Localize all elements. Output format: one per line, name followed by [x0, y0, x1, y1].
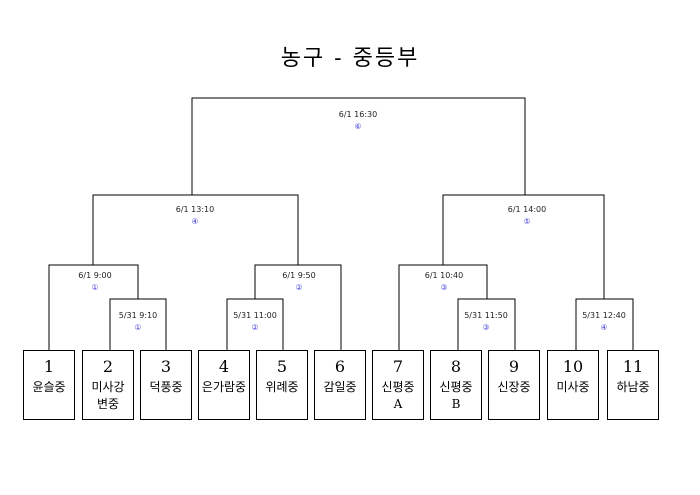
team-name: 신평중 A [381, 380, 415, 411]
team-box-9: 9 신장중 [488, 350, 540, 420]
match-label-r1-right-b: 5/31 12:40 ④ [564, 311, 644, 333]
team-name: 은가람중 [201, 380, 247, 394]
match-time: 5/31 12:40 [582, 311, 626, 320]
match-label-r2-2: 6/1 9:50 ② [259, 271, 339, 293]
match-number: ④ [600, 323, 608, 332]
match-label-r1-left-b: 5/31 11:00 ② [215, 311, 295, 333]
match-number: ⑤ [523, 217, 531, 226]
match-time: 5/31 11:00 [233, 311, 277, 320]
team-box-2: 2 미사강 변중 [82, 350, 134, 420]
match-time: 5/31 9:10 [118, 311, 158, 320]
match-time: 6/1 9:50 [282, 271, 316, 280]
team-box-6: 6 감일중 [314, 350, 366, 420]
team-number: 8 [450, 357, 462, 376]
match-label-semi-right: 6/1 14:00 ⑤ [487, 205, 567, 227]
team-number: 4 [218, 357, 230, 376]
bracket-line-semi-left [92, 194, 299, 265]
page-title: 농구 - 중등부 [280, 46, 420, 71]
team-number: 7 [392, 357, 404, 376]
team-name: 위례중 [265, 380, 299, 394]
team-number: 11 [622, 357, 644, 376]
match-time: 6/1 13:10 [175, 205, 215, 214]
team-name: 하남중 [616, 380, 650, 394]
team-number: 10 [562, 357, 584, 376]
match-label-r1-left-a: 5/31 9:10 ① [98, 311, 178, 333]
match-time: 5/31 11:50 [464, 311, 508, 320]
team-box-4: 4 은가람중 [198, 350, 250, 420]
team-box-11: 11 하남중 [607, 350, 659, 420]
match-number: ⑥ [354, 122, 362, 131]
team-number: 9 [508, 357, 520, 376]
team-box-1: 1 윤슬중 [23, 350, 75, 420]
team-name: 미사강 변중 [91, 380, 125, 411]
team-number: 6 [334, 357, 346, 376]
match-number: ② [251, 323, 259, 332]
team-name: 미사중 [556, 380, 590, 394]
team-name: 감일중 [323, 380, 357, 394]
bracket-line-semi-right [442, 194, 605, 299]
team-number: 1 [43, 357, 55, 376]
team-number: 2 [102, 357, 114, 376]
bracket-line-final [191, 97, 526, 195]
match-label-r2-3: 6/1 10:40 ③ [404, 271, 484, 293]
match-number: ① [134, 323, 142, 332]
match-time: 6/1 9:00 [78, 271, 112, 280]
match-label-semi-left: 6/1 13:10 ④ [155, 205, 235, 227]
team-name: 신장중 [497, 380, 531, 394]
match-time: 6/1 16:30 [338, 110, 378, 119]
match-number: ④ [191, 217, 199, 226]
team-name: 신평중 B [439, 380, 473, 411]
team-box-5: 5 위례중 [256, 350, 308, 420]
team-number: 5 [276, 357, 288, 376]
team-number: 3 [160, 357, 172, 376]
team-box-8: 8 신평중 B [430, 350, 482, 420]
team-box-7: 7 신평중 A [372, 350, 424, 420]
match-number: ③ [482, 323, 490, 332]
team-box-10: 10 미사중 [547, 350, 599, 420]
team-box-3: 3 덕풍중 [140, 350, 192, 420]
team-name: 윤슬중 [32, 380, 66, 394]
match-label-r1-right-a: 5/31 11:50 ③ [446, 311, 526, 333]
team-name: 덕풍중 [149, 380, 183, 394]
match-label-final: 6/1 16:30 ⑥ [318, 110, 398, 132]
match-label-r2-1: 6/1 9:00 ① [55, 271, 135, 293]
match-time: 6/1 10:40 [424, 271, 464, 280]
match-number: ① [91, 283, 99, 292]
match-number: ③ [440, 283, 448, 292]
match-number: ② [295, 283, 303, 292]
match-time: 6/1 14:00 [507, 205, 547, 214]
